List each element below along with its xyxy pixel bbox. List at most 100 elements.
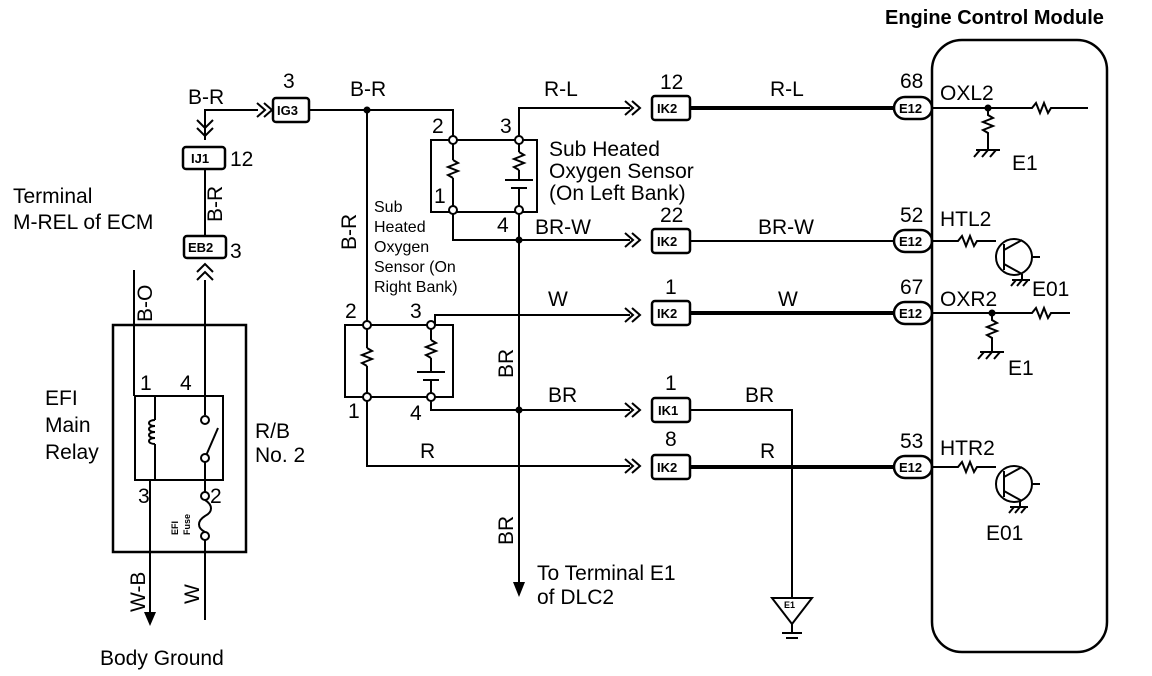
ecm-ground-e1-bottom: E1	[1008, 357, 1034, 380]
left-sensor-label-3: (On Left Bank)	[549, 182, 686, 205]
wire-label-w-left: W	[181, 584, 204, 604]
connector-ij1-num: 12	[230, 148, 253, 171]
efi-relay-label-3: Relay	[45, 441, 99, 464]
ecm-pins: E12 68 OXL2 E1 E12 52 HTL2 E01 E12 67 OX…	[892, 70, 1088, 545]
ecm-pin-67-conn: E12	[899, 306, 922, 321]
efi-relay-label-2: Main	[45, 414, 91, 437]
connector-ik2-d-name: IK2	[657, 460, 677, 475]
relay-pin-2: 2	[210, 485, 222, 508]
ecm-pin-52-signal: HTL2	[940, 208, 991, 231]
right-sensor-pin-2: 2	[345, 300, 357, 323]
efi-relay-section: Terminal M-REL of ECM B-R IJ1 12 B-R EB2…	[13, 86, 305, 670]
connector-ik2-a-num: 12	[660, 71, 683, 94]
efi-fuse	[198, 499, 212, 533]
connector-eb2-num: 3	[230, 240, 242, 263]
ecm-ground-e1-top: E1	[1012, 152, 1038, 175]
relay-pin-4: 4	[180, 372, 192, 395]
ground-e1-symbol	[769, 597, 815, 626]
left-sensor-pin-3: 3	[500, 115, 512, 138]
ecm-pin-53-signal: HTR2	[940, 437, 995, 460]
connector-ig3-name: IG3	[277, 103, 298, 118]
ecm-pin-67-num: 67	[900, 276, 923, 299]
efi-fuse-label-2: Fuse	[182, 514, 192, 535]
ecm-pin-52-conn: E12	[899, 234, 922, 249]
connector-ik2-b-name: IK2	[657, 234, 677, 249]
right-sensor-label-2: Heated	[374, 219, 426, 236]
wire-br-bus: BR BR To Terminal E1 of DLC2	[495, 214, 676, 609]
right-sensor-label-1: Sub	[374, 199, 403, 216]
wire-label-w-1: W	[548, 288, 568, 311]
wire-label-rl-2: R-L	[770, 78, 804, 101]
right-sensor-label-4: Sensor (On	[374, 259, 456, 276]
wire-label-br-v1: BR	[495, 349, 518, 378]
efi-relay-label-1: EFI	[45, 387, 78, 410]
ecm-pin-52-num: 52	[900, 204, 923, 227]
left-sensor-pin-4: 4	[497, 214, 509, 237]
right-sensor-pin-4: 4	[410, 402, 422, 425]
wire-label-r-1: R	[420, 440, 435, 463]
connector-ik1-num: 1	[665, 372, 677, 395]
relay-block-rb2	[111, 323, 248, 554]
wire-label-br-1: BR	[548, 384, 577, 407]
wire-label-br-vertical: B-R	[204, 186, 227, 222]
sub-heated-oxygen-sensor-left: 2 3 1 4 Sub Heated Oxygen Sensor (On Lef…	[430, 115, 694, 237]
wire-label-br-v2: BR	[495, 516, 518, 545]
right-sensor-label-3: Oxygen	[374, 239, 429, 256]
ecm-pin-68-conn: E12	[899, 101, 922, 116]
connector-ik2-a-name: IK2	[657, 101, 677, 116]
rb-label-line1: R/B	[255, 420, 290, 443]
ecm-pin-67-signal: OXR2	[940, 288, 997, 311]
relay-switch	[204, 427, 219, 459]
left-sensor-label-2: Oxygen Sensor	[549, 160, 694, 183]
engine-control-module: Engine Control Module	[885, 7, 1109, 654]
relay-pin-3: 3	[138, 485, 150, 508]
connector-ig3-num: 3	[283, 70, 295, 93]
wire-label-br-2: BR	[745, 384, 774, 407]
right-sensor-pin-1: 1	[348, 400, 360, 423]
wire-r: R IK2 8 R	[366, 401, 894, 481]
wire-label-bo: B-O	[134, 285, 157, 322]
left-sensor-label-1: Sub Heated	[549, 138, 660, 161]
ecm-pin-68-signal: OXL2	[940, 82, 994, 105]
terminal-label-line1: Terminal	[13, 185, 92, 208]
wire-label-br-top: B-R	[188, 86, 224, 109]
wire-label-w-2: W	[778, 288, 798, 311]
ecm-ground-e01-top: E01	[1032, 278, 1069, 301]
ecm-pin-53-conn: E12	[899, 460, 922, 475]
body-ground-label: Body Ground	[100, 647, 224, 670]
ecm-pin-68-num: 68	[900, 70, 923, 93]
ecm-pin-53-num: 53	[900, 430, 923, 453]
to-terminal-e1-line1: To Terminal E1	[537, 562, 676, 585]
wire-label-rl-1: R-L	[544, 78, 578, 101]
left-sensor-pin-2: 2	[432, 115, 444, 138]
wire-label-brw-1: BR-W	[535, 216, 591, 239]
wire-brw: BR-W IK2 22 BR-W	[452, 204, 894, 255]
wire-label-br-main: B-R	[350, 78, 386, 101]
wire-w: W IK2 1 W	[434, 276, 894, 327]
rb-label-line2: No. 2	[255, 444, 305, 467]
connector-ik1-name: IK1	[658, 403, 678, 418]
wire-rl: R-L IK2 12 R-L	[518, 71, 894, 136]
connector-ik2-d-num: 8	[665, 428, 677, 451]
ground-e1-label: E1	[784, 600, 795, 610]
wire-label-br-bus-vertical: B-R	[338, 214, 361, 250]
connector-ik2-b-num: 22	[660, 204, 683, 227]
wire-label-brw-2: BR-W	[758, 216, 814, 239]
ecm-box	[930, 38, 1109, 654]
ecm-ground-e01-bottom: E01	[986, 522, 1023, 545]
wire-label-wb: W-B	[127, 572, 150, 612]
connector-eb2	[182, 234, 228, 260]
main-bus: IG3 3 B-R B-R	[271, 70, 454, 325]
wire-label-r-2: R	[760, 440, 775, 463]
ecm-title: Engine Control Module	[885, 7, 1104, 29]
right-sensor-pin-3: 3	[410, 300, 422, 323]
efi-fuse-label-1: EFI	[170, 521, 180, 535]
relay-pin-1: 1	[140, 372, 152, 395]
terminal-label-line2: M-REL of ECM	[13, 211, 153, 234]
connector-ik2-c-name: IK2	[657, 306, 677, 321]
connector-eb2-name: EB2	[188, 240, 213, 255]
wire-br: BR IK1 1 BR E1	[430, 372, 815, 639]
to-terminal-e1-line2: of DLC2	[537, 586, 614, 609]
connector-ik2-c-num: 1	[665, 276, 677, 299]
